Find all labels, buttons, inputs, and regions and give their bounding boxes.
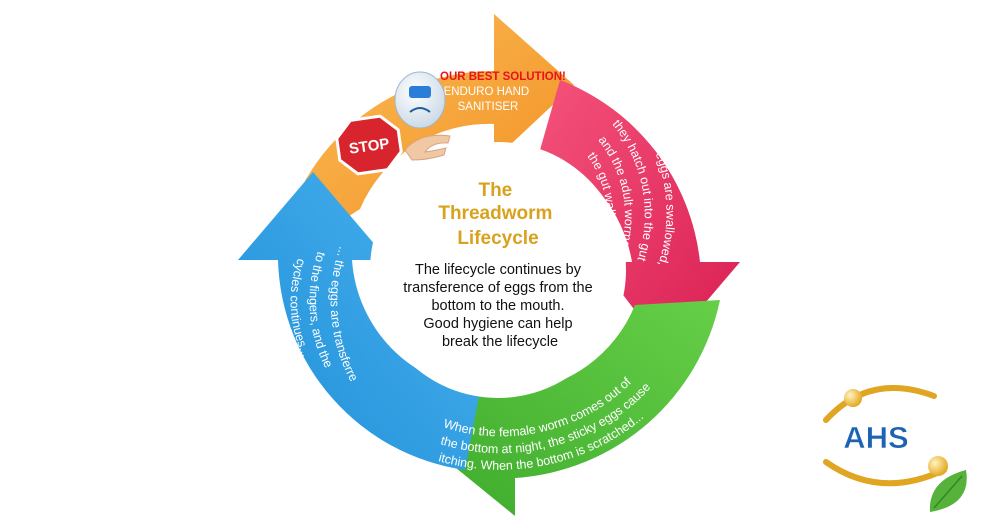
stop-sign-icon: STOP xyxy=(335,114,403,176)
solution-headline: OUR BEST SOLUTION! xyxy=(440,71,566,83)
solution-product: ENDURO HAND SANITISER xyxy=(444,86,533,113)
center-title: The Threadworm Lifecycle xyxy=(438,180,557,249)
stop-text: STOP xyxy=(348,135,391,157)
red-arrow xyxy=(540,80,740,350)
hand-icon xyxy=(404,134,451,161)
center-body: The lifecycle continues by transference … xyxy=(403,262,596,350)
green-arrow xyxy=(413,300,720,516)
center-circle xyxy=(370,142,626,398)
ahs-logo: AHS xyxy=(823,385,967,512)
ahs-logo-text: AHS xyxy=(843,420,908,455)
blue-arrow xyxy=(238,172,480,470)
sanitiser-bottle-icon xyxy=(394,71,446,129)
